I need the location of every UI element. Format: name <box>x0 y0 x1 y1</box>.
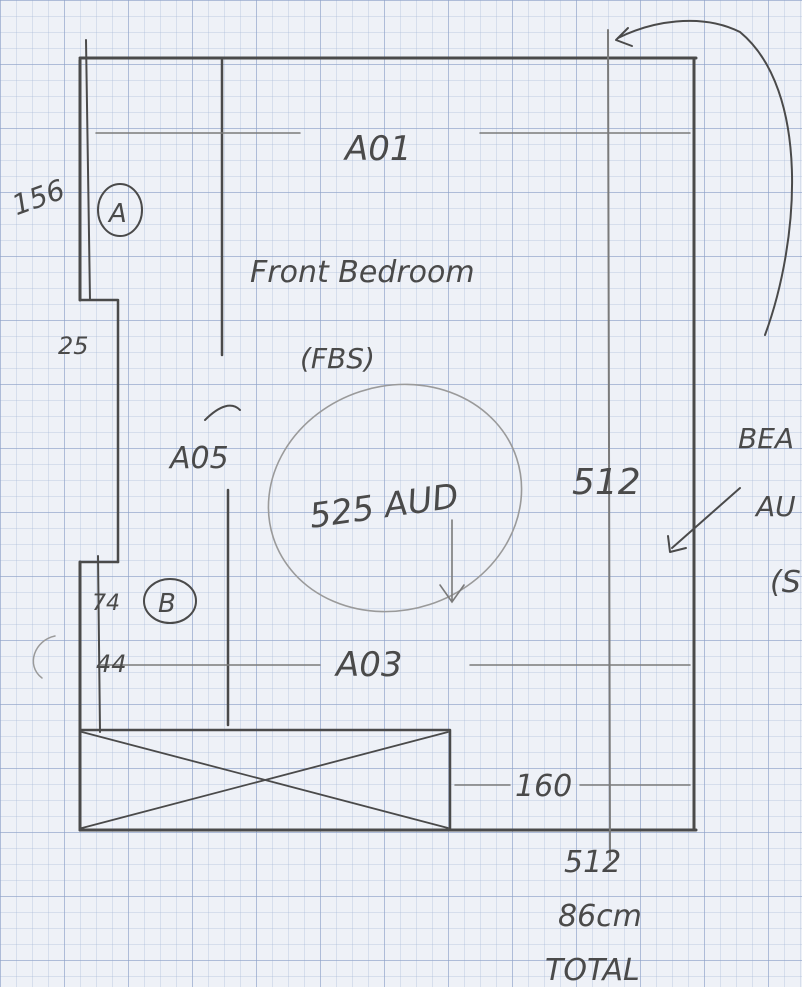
cupboard-cross-2 <box>81 731 449 829</box>
curved-arrow <box>617 19 794 336</box>
label-a05: A05 <box>168 441 229 476</box>
right-arrow-shaft <box>671 487 741 549</box>
label-marker-a: A <box>107 199 127 229</box>
label-side-3: (S <box>770 565 801 600</box>
left-wall-lower-inner <box>97 555 101 733</box>
faint-mark <box>32 635 56 679</box>
marker-b-circle <box>143 578 197 624</box>
marker-a-circle <box>97 183 143 237</box>
left-wall-upper-inner <box>85 39 91 301</box>
label-marker-b: B <box>158 589 176 619</box>
left-wall-step <box>78 298 120 564</box>
label-side-1: BEA <box>738 422 794 455</box>
cupboard-box <box>78 728 452 832</box>
label-512: 512 <box>572 462 641 503</box>
label-25: 25 <box>58 332 89 360</box>
label-160: 160 <box>515 769 572 804</box>
oval-down-arrow <box>439 519 465 604</box>
a05-swoosh <box>204 404 241 421</box>
label-room-name: Front Bedroom <box>250 255 475 290</box>
label-room-code: (FBS) <box>300 342 375 375</box>
right-arrow-head <box>667 535 687 553</box>
label-a01: A01 <box>343 129 412 169</box>
label-side-2: AU <box>754 490 796 523</box>
curved-arrow-head <box>615 27 633 47</box>
oval-annotation <box>267 383 523 613</box>
label-oval: 525 AUD <box>307 476 461 536</box>
label-156: 156 <box>8 173 70 222</box>
label-44: 44 <box>96 650 127 678</box>
label-bottom-86cm: 86cm <box>558 899 642 934</box>
label-a03: A03 <box>334 645 403 685</box>
vertical-dim-line <box>607 29 611 861</box>
label-bottom-512: 512 <box>564 845 621 880</box>
label-74: 74 <box>92 591 120 616</box>
label-bottom-total: TOTAL <box>545 953 640 987</box>
